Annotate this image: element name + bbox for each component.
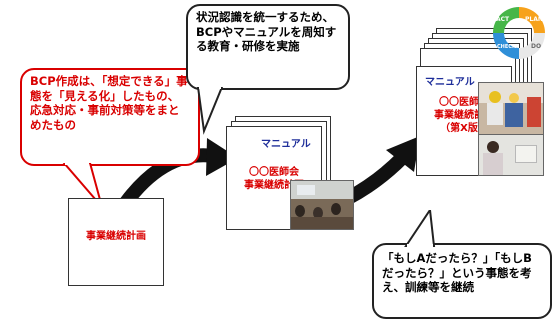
bcp-document-third-title-line3: （第X版）	[440, 123, 488, 134]
pdca-cycle-graphic: ACT PLAN DO CHECK	[493, 7, 545, 59]
pdca-segment-check	[493, 33, 519, 59]
bcp-definition-callout: BCP作成は、「想定できる」事態を「見える化」したもの、応急対応・事前対策等をま…	[20, 68, 200, 166]
bcp-document-first-title: 事業継続計画	[86, 231, 146, 242]
manual-label-second: マニュアル	[261, 139, 311, 150]
training-callout: 「もしAだったら？」「もしBだったら？」という事態を考え、訓練等を継続	[372, 243, 552, 319]
training-photo-top	[478, 82, 544, 138]
manual-label-third: マニュアル	[425, 77, 475, 88]
pdca-label-plan: PLAN	[525, 16, 543, 23]
bcp-definition-text: BCP作成は、「想定できる」事態を「見える化」したもの、応急対応・事前対策等をま…	[30, 74, 188, 133]
bcp-document-third-title-line2: 事業継続計画	[434, 110, 494, 121]
education-callout: 状況認識を統一するため、BCPやマニュアルを周知する教育・研修を実施	[186, 4, 350, 90]
meeting-photo	[290, 180, 354, 230]
pdca-segment-plan	[519, 7, 545, 33]
education-callout-text: 状況認識を統一するため、BCPやマニュアルを周知する教育・研修を実施	[196, 10, 337, 54]
pdca-segment-act	[493, 7, 519, 33]
bcp-document-first: 事業継続計画	[68, 198, 164, 286]
bcp-document-second-title-line2: 事業継続計画	[244, 180, 304, 191]
education-callout-tail	[196, 87, 224, 135]
bcp-document-second-title-line1: 〇〇医師会	[249, 167, 299, 178]
bcp-document-third-title-line1: 〇〇医師会	[439, 97, 489, 108]
pdca-label-do: DO	[531, 43, 541, 50]
training-callout-text: 「もしAだったら？」「もしBだったら？」という事態を考え、訓練等を継続	[382, 251, 532, 295]
pdca-label-check: CHECK	[497, 44, 517, 50]
training-callout-tail	[404, 210, 436, 248]
pdca-segment-do	[519, 33, 545, 59]
bcp-definition-callout-tail	[62, 163, 103, 208]
pdca-label-act: ACT	[496, 16, 510, 23]
training-photo-bottom	[478, 134, 544, 176]
